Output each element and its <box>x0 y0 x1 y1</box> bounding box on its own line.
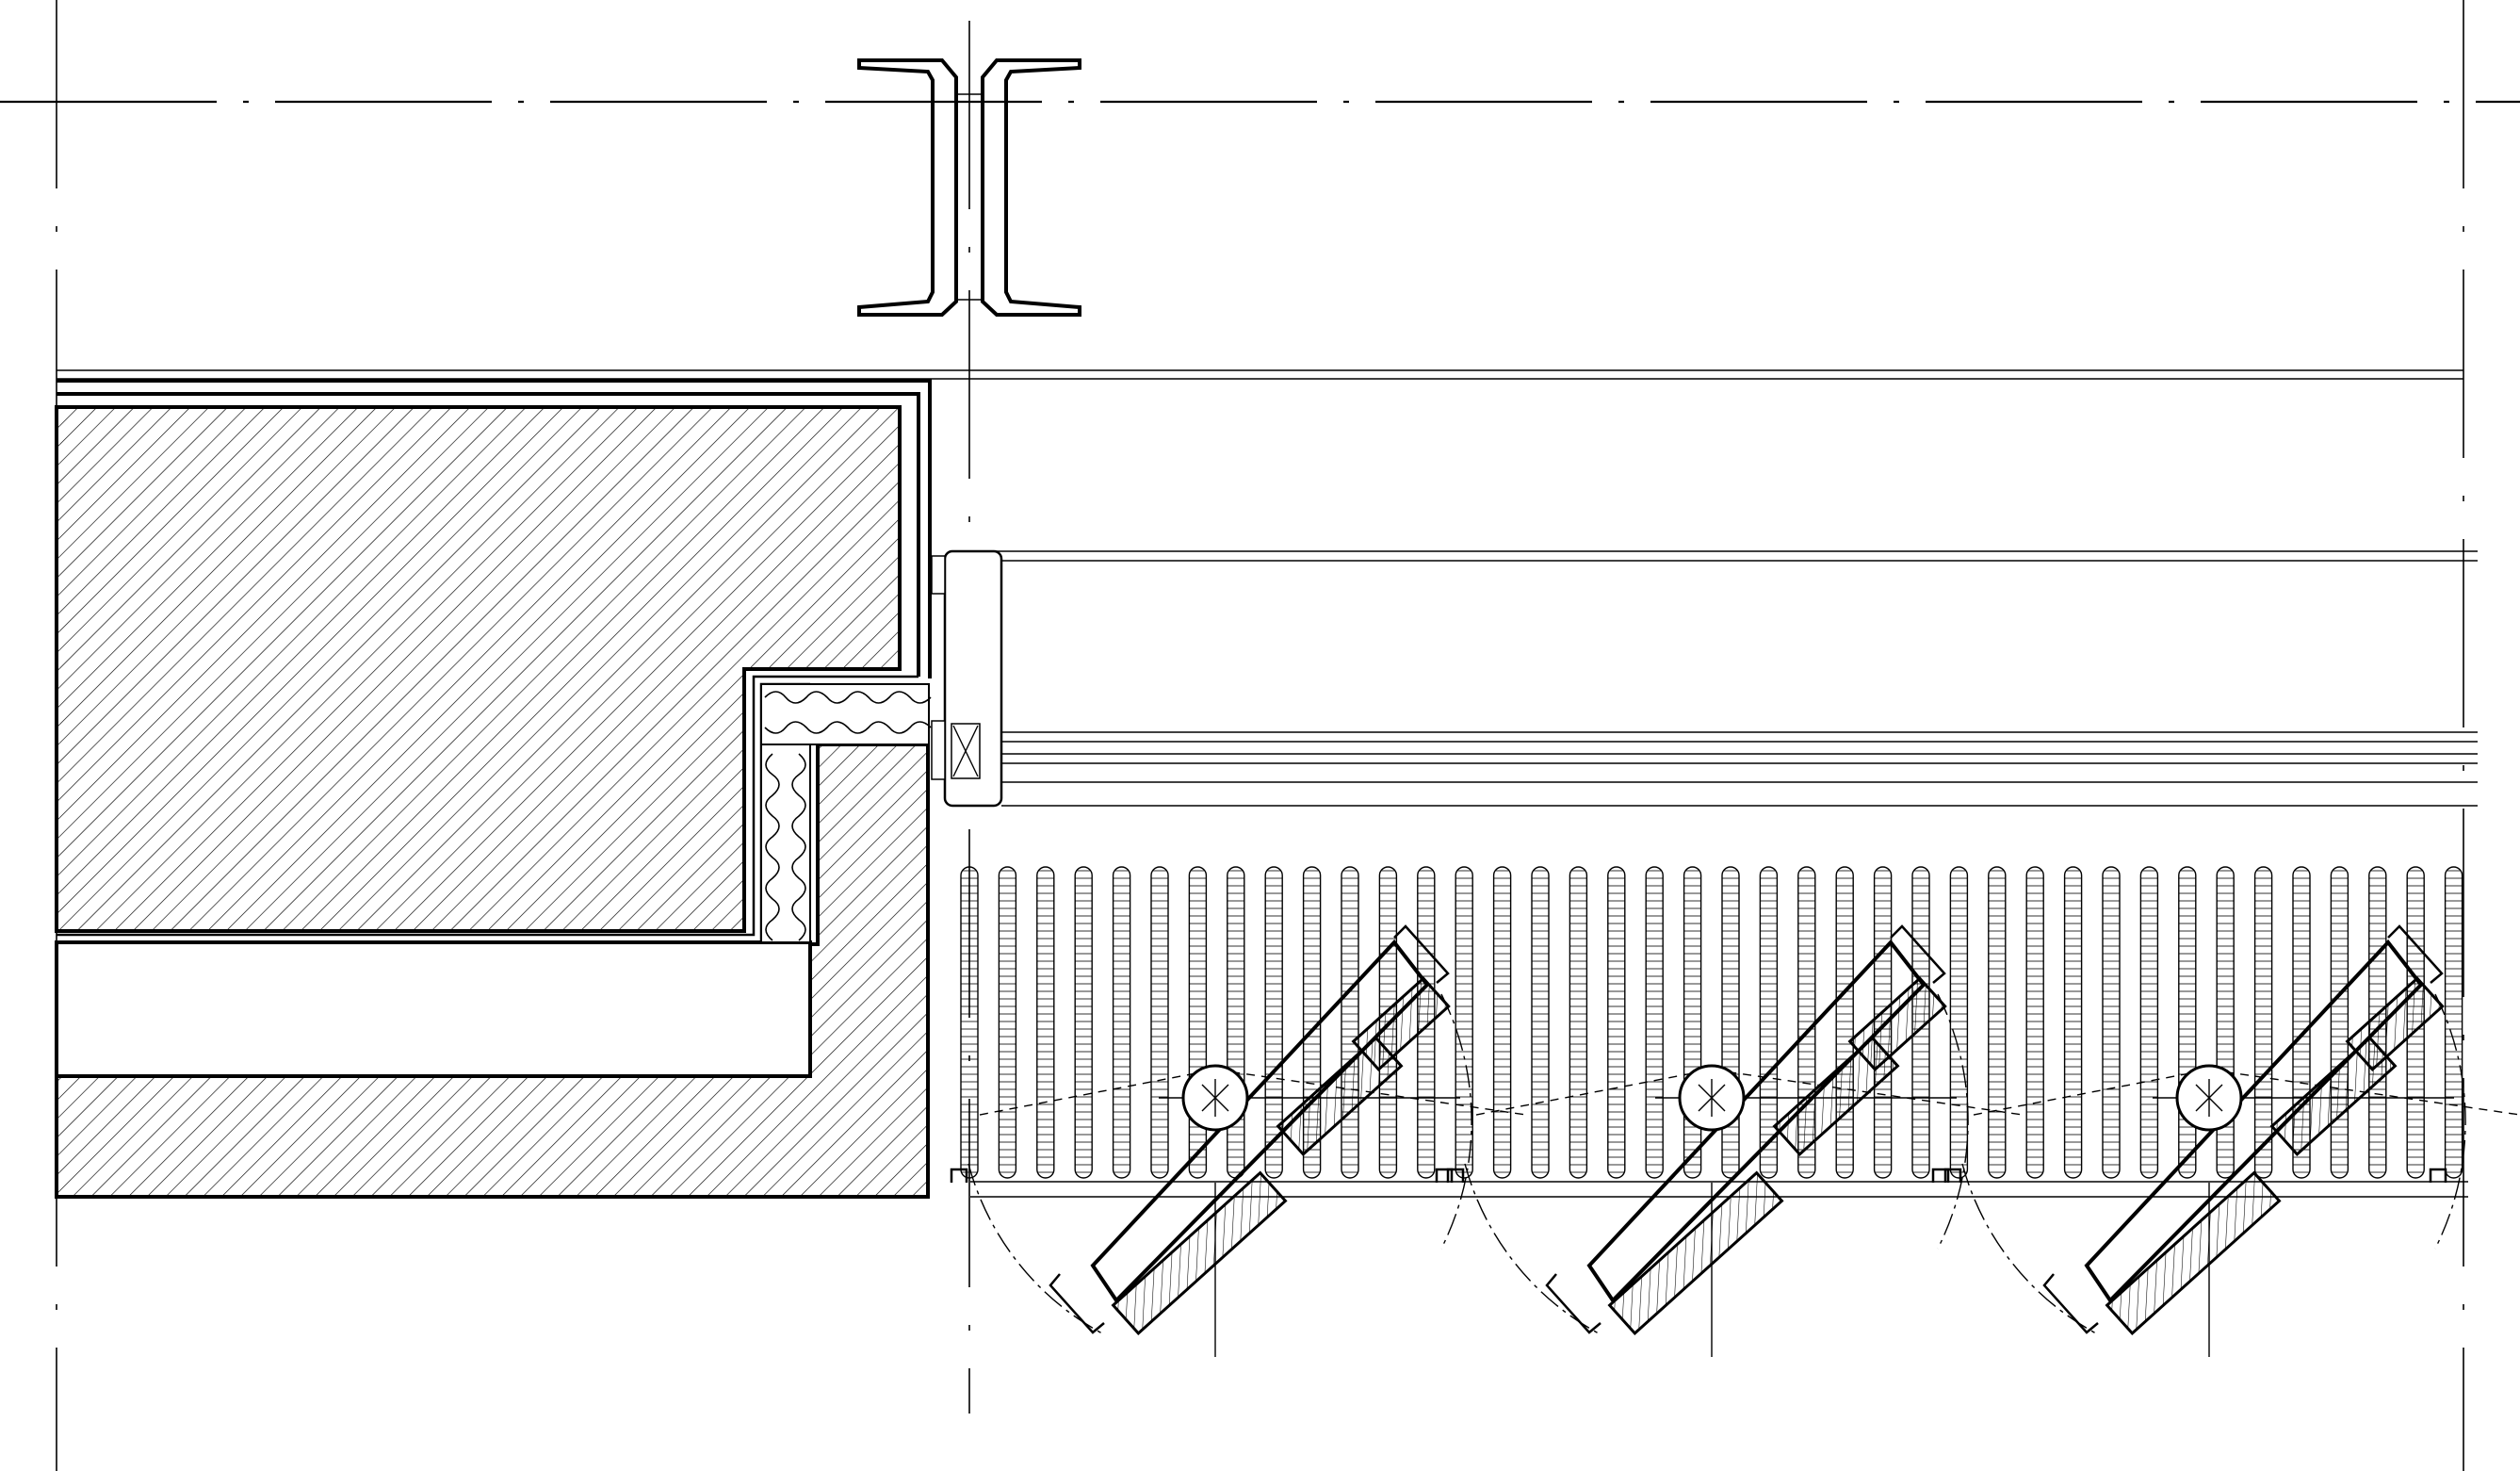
grille-slat <box>960 866 979 1179</box>
wall-cavity <box>55 940 812 1078</box>
blade-end-cap <box>2042 1273 2099 1334</box>
grille-slat <box>1455 866 1473 1179</box>
grille-slat <box>1721 866 1740 1179</box>
tie-line <box>1475 1069 2024 1116</box>
grille-slat <box>2139 866 2159 1179</box>
blade-end-cap <box>1049 1273 1105 1334</box>
louvre-blade <box>1847 976 1947 1071</box>
base-bracket <box>1943 1168 1962 1183</box>
grille-slat <box>1341 866 1359 1179</box>
base-bracket <box>1931 1168 1950 1183</box>
grille-slat <box>1835 866 1854 1179</box>
grille-slat <box>2253 866 2273 1179</box>
grille-slat <box>1759 866 1779 1179</box>
louvre-blade <box>1351 976 1451 1071</box>
louvre-blade <box>1607 1170 1784 1335</box>
swing-arc <box>2434 993 2466 1250</box>
base-bracket <box>1446 1168 1465 1183</box>
grille-slat <box>2444 866 2463 1179</box>
base-bracket <box>1435 1168 1454 1183</box>
grille-slat <box>1607 866 1626 1179</box>
tie-line <box>979 1069 1527 1116</box>
grille-slat <box>1074 866 1093 1179</box>
grille-slat <box>1227 866 1245 1179</box>
louvre-assembly <box>1446 924 2024 1357</box>
grille-slat <box>1036 866 1055 1179</box>
louvre-assembly <box>1943 924 2520 1357</box>
swing-arc <box>967 1163 1103 1334</box>
swing-arc <box>1440 993 1472 1250</box>
grille-slat <box>1949 866 1969 1179</box>
vertical-slat-grille <box>960 866 2463 1179</box>
grille-slat <box>1492 866 1512 1179</box>
grille-slat <box>1188 866 1208 1179</box>
grille-slat <box>2025 866 2044 1179</box>
grille-slat <box>2178 866 2197 1179</box>
louvre-blade <box>2345 976 2445 1071</box>
louvre-arm <box>1586 939 1927 1304</box>
blade-end-cap <box>1545 1273 1601 1334</box>
swing-arc <box>1961 1163 2097 1334</box>
pivoting-louvre-blades <box>950 924 2520 1357</box>
base-bracket <box>2429 1168 2447 1183</box>
swing-arc <box>1464 1163 1600 1334</box>
grille-slat <box>1569 866 1588 1179</box>
grille-slat <box>2216 866 2235 1179</box>
insulation-batt <box>760 683 932 943</box>
louvre-arm <box>1090 939 1430 1304</box>
window-glazing-panels <box>931 549 2478 808</box>
louvre-blade <box>1111 1170 1288 1335</box>
grille-slat <box>2063 866 2083 1179</box>
grille-slat <box>998 866 1017 1179</box>
tie-line <box>1973 1069 2520 1116</box>
blade-end-cap <box>1890 924 1946 984</box>
base-bracket <box>950 1168 968 1183</box>
louvre-blade <box>2105 1170 2282 1335</box>
wall-upper-block <box>55 405 902 933</box>
grille-slat <box>1112 866 1131 1179</box>
grille-slat <box>1531 866 1550 1179</box>
blade-end-cap <box>2387 924 2444 984</box>
grille-slat <box>1150 866 1169 1179</box>
grille-slat <box>2330 866 2349 1179</box>
louvre-assembly <box>950 924 1527 1357</box>
grille-slat <box>1264 866 1283 1179</box>
blade-end-cap <box>1393 924 1450 984</box>
grille-slat <box>2102 866 2121 1179</box>
grille-slat <box>1988 866 2007 1179</box>
double-channel-column-icon <box>857 58 1081 317</box>
roof-edge-lines <box>57 369 2478 562</box>
grille-slat <box>1683 866 1702 1179</box>
swing-arc <box>1937 993 1969 1250</box>
grille-slat <box>1645 866 1664 1179</box>
